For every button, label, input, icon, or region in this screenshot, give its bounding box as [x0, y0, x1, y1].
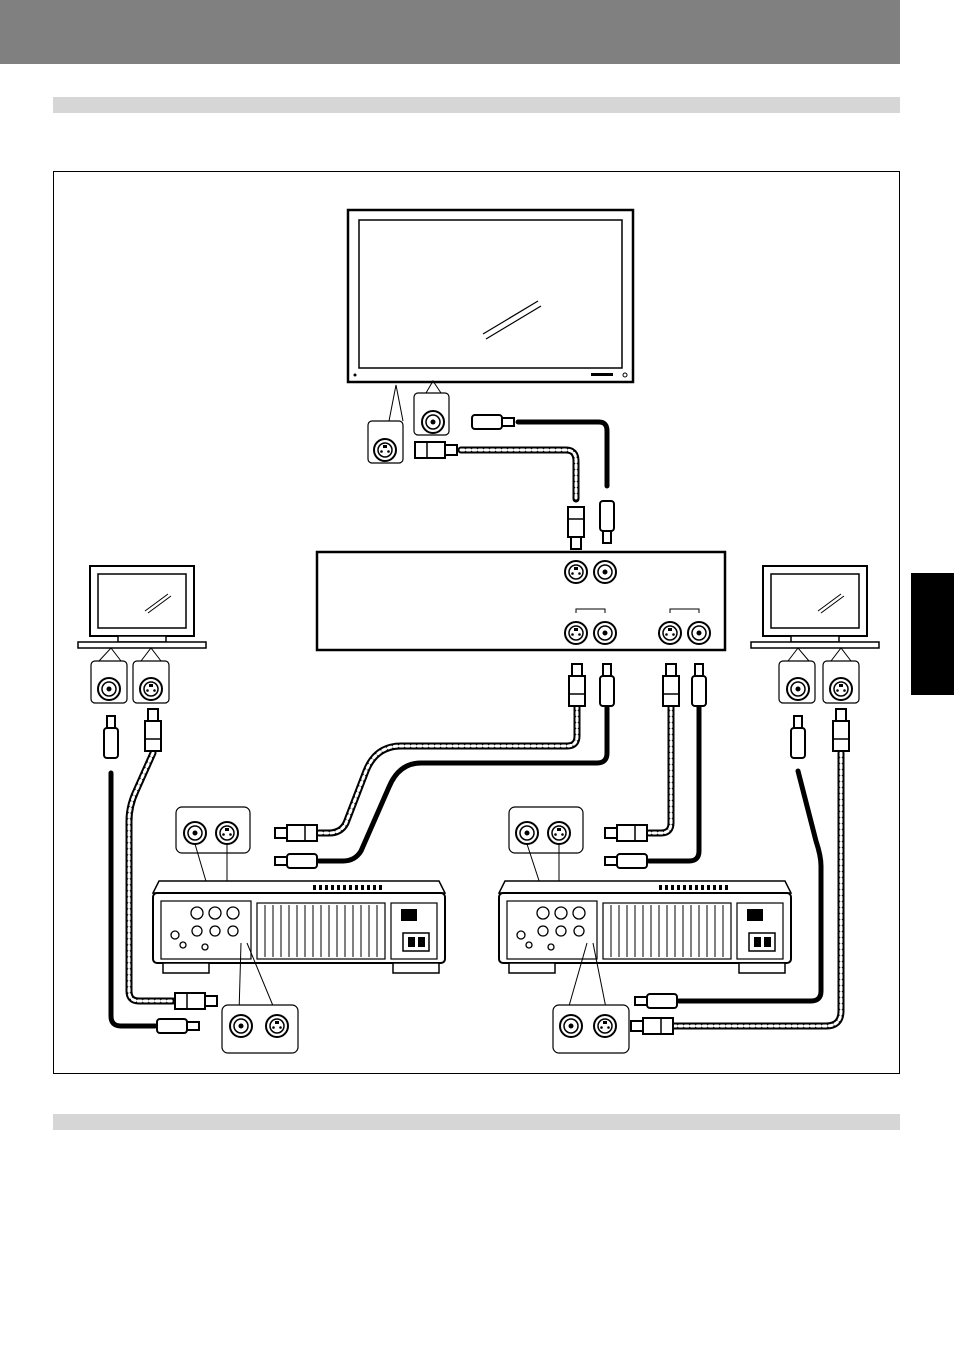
chapter-tab	[911, 573, 954, 695]
right-monitor-input-callout	[779, 648, 859, 703]
section-bar-bottom	[53, 1114, 900, 1130]
left-recorder-icon	[153, 881, 445, 973]
connection-diagram-svg	[54, 172, 901, 1075]
distributor-icon	[317, 552, 725, 650]
section-bar-top	[53, 97, 900, 113]
right-monitor-icon	[751, 566, 879, 648]
left-monitor-input-callout	[91, 648, 169, 703]
header-bar	[0, 0, 900, 64]
main-display-icon	[348, 210, 633, 382]
connection-diagram	[53, 171, 900, 1074]
cable-svideo-right-recorder	[649, 706, 671, 833]
cable-svideo-main	[461, 450, 576, 499]
cable-composite-main	[518, 422, 607, 486]
left-monitor-icon	[78, 566, 206, 648]
right-recorder-icon	[499, 881, 791, 973]
